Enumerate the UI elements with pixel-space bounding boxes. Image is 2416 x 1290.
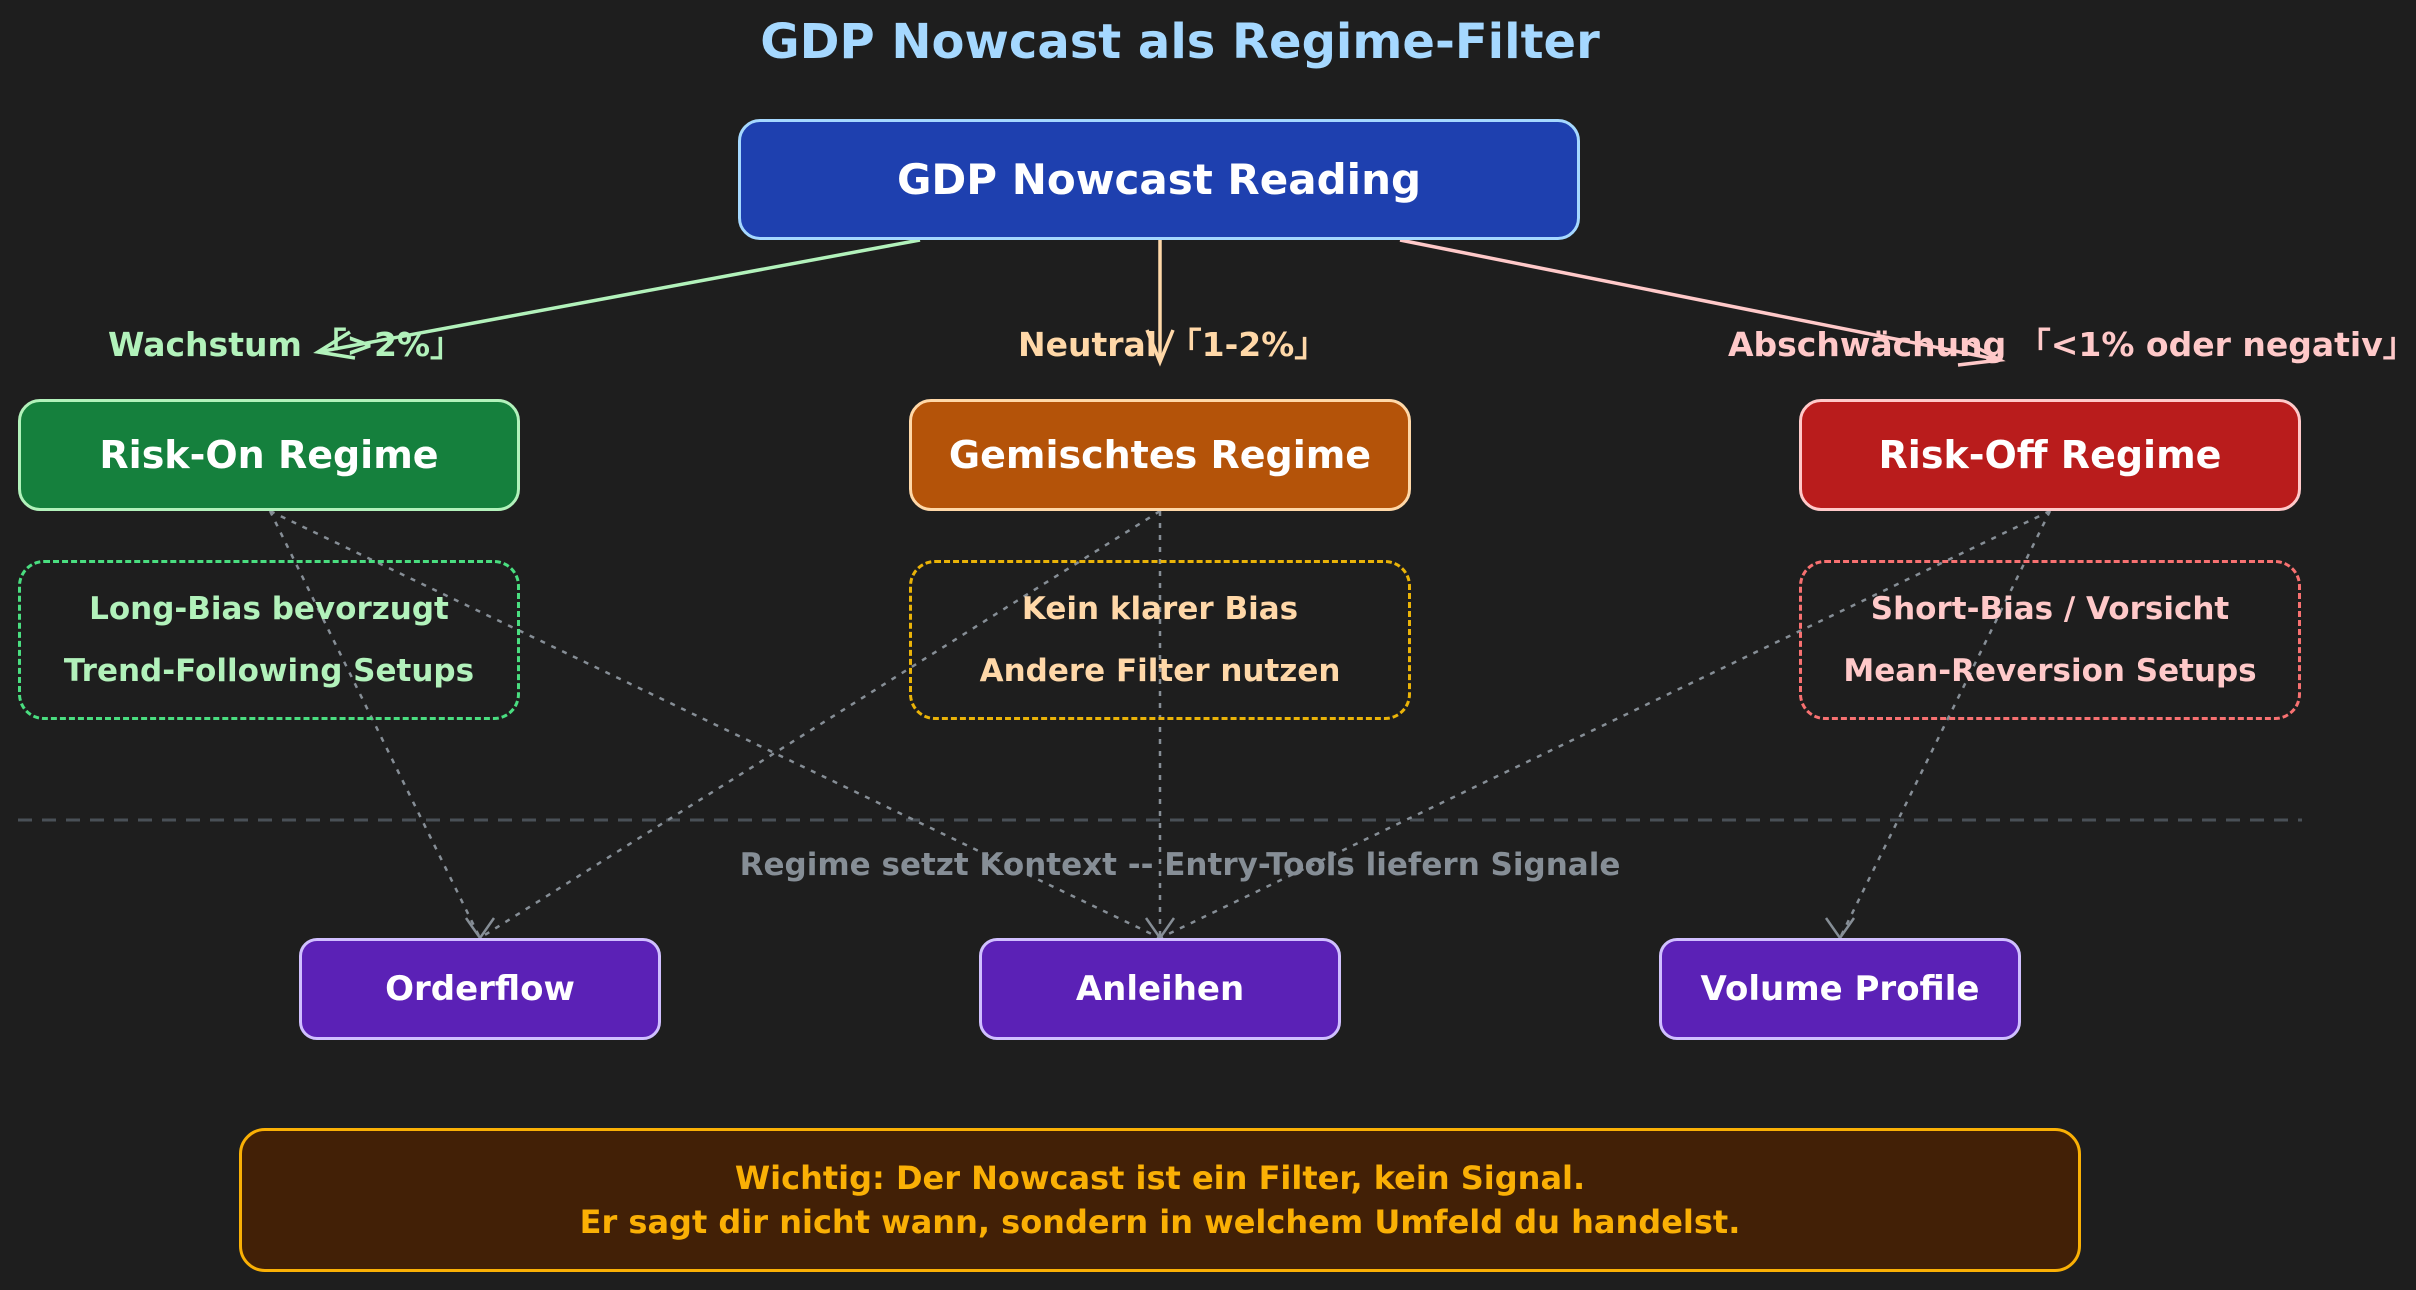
arrow-to-risk-on — [317, 238, 921, 354]
note-text: Trend-Following Setups — [63, 653, 475, 689]
connector-risk-on-anleihen — [269, 509, 1161, 940]
tool-anleihen: Anleihen — [979, 938, 1341, 1040]
arrow-head-mixed — [1145, 329, 1175, 367]
arrow-to-risk-off — [1399, 238, 2001, 362]
note-text: Long-Bias bevorzugt — [89, 591, 449, 627]
note-text: Mean-Reversion Setups — [1843, 653, 2257, 689]
condition-label-weakening: Abschwächung 「<1% oder negativ」 — [1728, 325, 2416, 364]
connector-mixed-orderflow — [479, 509, 1161, 940]
note-text: Kein klarer Bias — [1021, 591, 1299, 627]
tool-orderflow: Orderflow — [299, 938, 661, 1040]
condition-label-neutral: Neutral 「1-2%」 — [1018, 325, 1328, 364]
note-text: Short-Bias / Vorsicht — [1870, 591, 2230, 627]
regime-risk-on: Risk-On Regime — [18, 399, 520, 511]
notes-box-risk-off: Short-Bias / Vorsicht Mean-Reversion Set… — [1799, 560, 2301, 720]
arrow-head-orderflow — [464, 917, 496, 941]
tool-volume-profile: Volume Profile — [1659, 938, 2021, 1040]
note-line-1: Wichtig: Der Nowcast ist ein Filter, kei… — [734, 1159, 1586, 1197]
regime-risk-off: Risk-Off Regime — [1799, 399, 2301, 511]
diagram-title: GDP Nowcast als Regime-Filter — [760, 14, 1600, 70]
connector-layer — [18, 238, 2302, 941]
note-line-2: Er sagt dir nicht wann, sondern in welch… — [579, 1203, 1741, 1241]
context-caption: Regime setzt Kontext -- Entry-Tools lief… — [739, 847, 1621, 883]
root-node: GDP Nowcast Reading — [738, 119, 1580, 240]
regime-mixed: Gemischtes Regime — [909, 399, 1411, 511]
arrow-head-risk-on — [313, 330, 356, 360]
important-note: Wichtig: Der Nowcast ist ein Filter, kei… — [239, 1128, 2081, 1272]
notes-box-mixed: Kein klarer Bias Andere Filter nutzen — [909, 560, 1411, 720]
arrow-head-risk-off — [1957, 338, 2006, 367]
arrow-head-volume-profile — [1824, 917, 1856, 941]
condition-label-growth: Wachstum 「>2%」 — [108, 325, 464, 364]
connector-risk-off-anleihen — [1159, 509, 2051, 940]
note-text: Andere Filter nutzen — [979, 653, 1341, 689]
connector-risk-on-orderflow — [268, 510, 482, 939]
diagram-canvas: GDP Nowcast als Regime-Filter GDP Nowcas… — [18, 14, 2416, 1272]
connector-risk-off-volume-profile — [1838, 510, 2052, 939]
notes-box-risk-on: Long-Bias bevorzugt Trend-Following Setu… — [18, 560, 520, 720]
